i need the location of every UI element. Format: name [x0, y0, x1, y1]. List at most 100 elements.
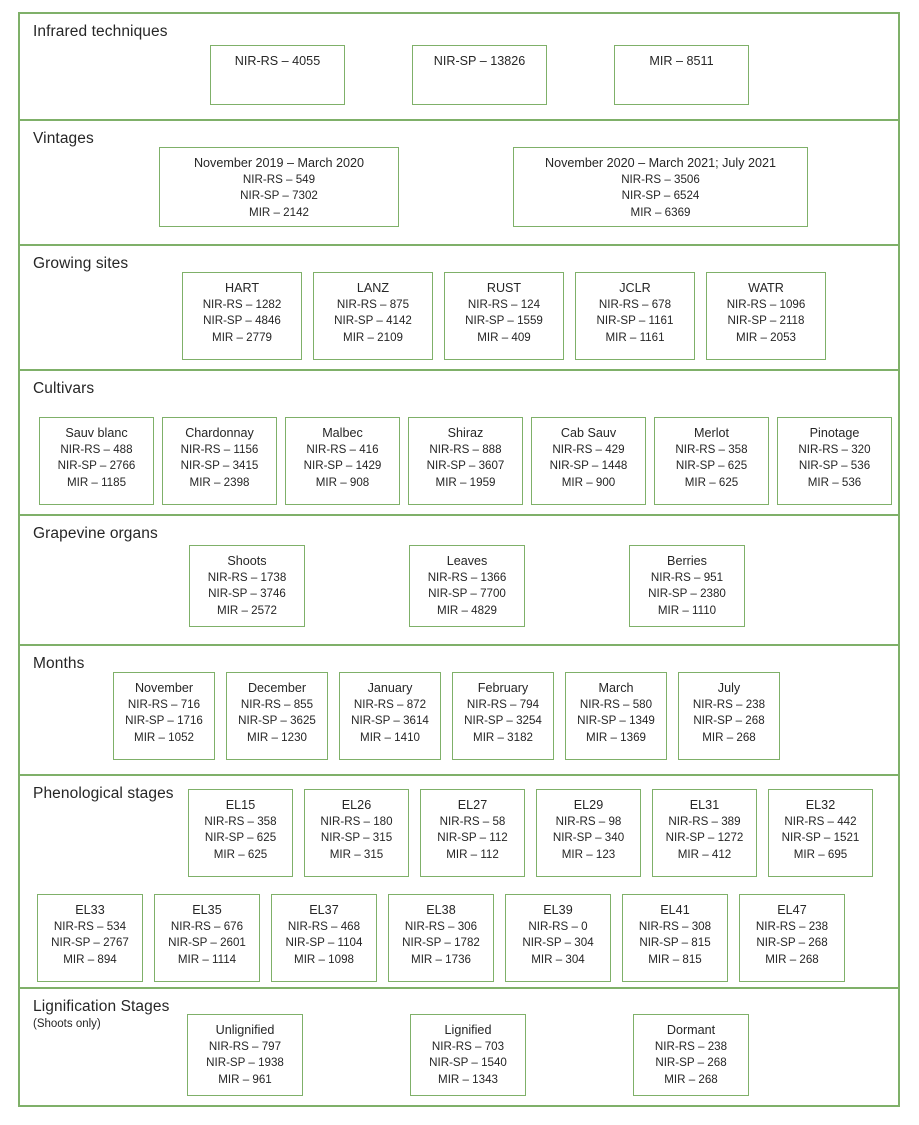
- box-title: EL31: [689, 798, 720, 812]
- box-line-mir: MIR – 961: [218, 1072, 272, 1086]
- box-title: July: [717, 681, 741, 695]
- box-line-nir-sp: NIR-SP – 2380: [648, 587, 726, 600]
- box-month-december[interactable]: December NIR-RS – 855 NIR-SP – 3625 MIR …: [226, 672, 328, 760]
- box-title: Cab Sauv: [560, 426, 617, 440]
- box-line-nir-rs: NIR-RS – 238: [755, 919, 829, 933]
- box-line-mir: MIR – 1110: [657, 603, 717, 617]
- box-cultivar-cab-sauv[interactable]: Cab Sauv NIR-RS – 429 NIR-SP – 1448 MIR …: [531, 417, 646, 505]
- box-nir-rs[interactable]: NIR-RS – 4055: [210, 45, 345, 105]
- box-title: Shoots: [227, 554, 267, 568]
- box-line-mir: MIR – 2572: [217, 603, 277, 617]
- box-line-nir-rs: NIR-RS – 703: [431, 1039, 505, 1053]
- box-title: HART: [224, 281, 260, 295]
- section-phenological-stages: Phenological stages EL15 NIR-RS – 358 NI…: [20, 776, 898, 989]
- box-line-nir-rs: NIR-RS – 358: [675, 442, 748, 456]
- box-cultivar-shiraz[interactable]: Shiraz NIR-RS – 888 NIR-SP – 3607 MIR – …: [408, 417, 523, 505]
- box-lignification-dormant[interactable]: Dormant NIR-RS – 238 NIR-SP – 268 MIR – …: [633, 1014, 749, 1096]
- box-cultivar-chardonnay[interactable]: Chardonnay NIR-RS – 1156 NIR-SP – 3415 M…: [162, 417, 277, 505]
- box-site-rust[interactable]: RUST NIR-RS – 124 NIR-SP – 1559 MIR – 40…: [444, 272, 564, 360]
- box-line-mir: MIR – 1410: [360, 730, 420, 744]
- box-stage-el31[interactable]: EL31 NIR-RS – 389 NIR-SP – 1272 MIR – 41…: [652, 789, 757, 877]
- box-title: November 2019 – March 2020: [193, 156, 365, 170]
- box-stage-el26[interactable]: EL26 NIR-RS – 180 NIR-SP – 315 MIR – 315: [304, 789, 409, 877]
- box-mir[interactable]: MIR – 8511: [614, 45, 749, 105]
- box-stage-el37[interactable]: EL37 NIR-RS – 468 NIR-SP – 1104 MIR – 10…: [271, 894, 377, 982]
- box-vintage-2020-2021[interactable]: November 2020 – March 2021; July 2021 NI…: [513, 147, 808, 227]
- box-stage-el15[interactable]: EL15 NIR-RS – 358 NIR-SP – 625 MIR – 625: [188, 789, 293, 877]
- box-cultivar-malbec[interactable]: Malbec NIR-RS – 416 NIR-SP – 1429 MIR – …: [285, 417, 400, 505]
- box-line-nir-sp: NIR-SP – 1521: [781, 831, 860, 844]
- box-vintage-2019-2020[interactable]: November 2019 – March 2020 NIR-RS – 549 …: [159, 147, 399, 227]
- box-cultivar-pinotage[interactable]: Pinotage NIR-RS – 320 NIR-SP – 536 MIR –…: [777, 417, 892, 505]
- box-stage-el27[interactable]: EL27 NIR-RS – 58 NIR-SP – 112 MIR – 112: [420, 789, 525, 877]
- section-lignification-stages: Lignification Stages (Shoots only) Unlig…: [20, 989, 898, 1105]
- box-line-nir-sp: NIR-SP – 3746: [208, 587, 286, 600]
- box-lignification-unlignified[interactable]: Unlignified NIR-RS – 797 NIR-SP – 1938 M…: [187, 1014, 303, 1096]
- box-nir-sp[interactable]: NIR-SP – 13826: [412, 45, 547, 105]
- box-title: November 2020 – March 2021; July 2021: [544, 156, 777, 170]
- box-organ-shoots[interactable]: Shoots NIR-RS – 1738 NIR-SP – 3746 MIR –…: [189, 545, 305, 627]
- box-line-nir-sp: NIR-SP – 1161: [596, 314, 674, 327]
- box-title: November: [134, 681, 194, 695]
- box-month-february[interactable]: February NIR-RS – 794 NIR-SP – 3254 MIR …: [452, 672, 554, 760]
- box-line-nir-rs: NIR-RS – 308: [638, 919, 712, 933]
- box-line-mir: MIR – 625: [684, 475, 739, 489]
- box-line-mir: MIR – 315: [329, 847, 384, 861]
- box-organ-leaves[interactable]: Leaves NIR-RS – 1366 NIR-SP – 7700 MIR –…: [409, 545, 525, 627]
- box-line-nir-rs: NIR-RS – 534: [53, 919, 127, 933]
- box-month-january[interactable]: January NIR-RS – 872 NIR-SP – 3614 MIR –…: [339, 672, 441, 760]
- box-stage-el39[interactable]: EL39 NIR-RS – 0 NIR-SP – 304 MIR – 304: [505, 894, 611, 982]
- box-title: EL35: [192, 903, 222, 917]
- box-line-nir-rs: NIR-RS – 3506: [621, 172, 700, 186]
- box-line-mir: MIR – 3182: [473, 730, 533, 744]
- box-line-mir: MIR – 2109: [343, 330, 403, 344]
- section-label-growing-sites: Growing sites: [33, 255, 129, 272]
- box-cultivar-sauv-blanc[interactable]: Sauv blanc NIR-RS – 488 NIR-SP – 2766 MI…: [39, 417, 154, 505]
- box-month-march[interactable]: March NIR-RS – 580 NIR-SP – 1349 MIR – 1…: [565, 672, 667, 760]
- box-title: Malbec: [322, 426, 363, 440]
- box-line-mir: MIR – 112: [446, 847, 499, 861]
- box-line-mir: MIR – 6369: [630, 205, 691, 219]
- box-title: February: [477, 681, 529, 695]
- box-stage-el33[interactable]: EL33 NIR-RS – 534 NIR-SP – 2767 MIR – 89…: [37, 894, 143, 982]
- section-growing-sites: Growing sites HART NIR-RS – 1282 NIR-SP …: [20, 246, 898, 371]
- box-site-hart[interactable]: HART NIR-RS – 1282 NIR-SP – 4846 MIR – 2…: [182, 272, 302, 360]
- box-title: Leaves: [446, 554, 488, 568]
- box-stage-el38[interactable]: EL38 NIR-RS – 306 NIR-SP – 1782 MIR – 17…: [388, 894, 494, 982]
- box-line-nir-sp: NIR-SP – 2767: [51, 936, 129, 949]
- box-organ-berries[interactable]: Berries NIR-RS – 951 NIR-SP – 2380 MIR –…: [629, 545, 745, 627]
- box-month-july[interactable]: July NIR-RS – 238 NIR-SP – 268 MIR – 268: [678, 672, 780, 760]
- box-line-nir-sp: NIR-SP – 3614: [351, 714, 429, 727]
- box-line-nir-rs: NIR-RS – 238: [692, 697, 766, 711]
- box-site-lanz[interactable]: LANZ NIR-RS – 875 NIR-SP – 4142 MIR – 21…: [313, 272, 433, 360]
- section-label-cultivars: Cultivars: [33, 380, 95, 397]
- box-title: EL32: [805, 798, 836, 812]
- box-line-mir: MIR – 1098: [294, 952, 354, 966]
- box-line-nir-rs: NIR-RS – 888: [429, 442, 502, 456]
- box-stage-el29[interactable]: EL29 NIR-RS – 98 NIR-SP – 340 MIR – 123: [536, 789, 641, 877]
- box-stage-el32[interactable]: EL32 NIR-RS – 442 NIR-SP – 1521 MIR – 69…: [768, 789, 873, 877]
- box-line-mir: MIR – 268: [765, 952, 819, 966]
- box-stage-el35[interactable]: EL35 NIR-RS – 676 NIR-SP – 2601 MIR – 11…: [154, 894, 260, 982]
- box-site-watr[interactable]: WATR NIR-RS – 1096 NIR-SP – 2118 MIR – 2…: [706, 272, 826, 360]
- box-cultivar-merlot[interactable]: Merlot NIR-RS – 358 NIR-SP – 625 MIR – 6…: [654, 417, 769, 505]
- box-stage-el41[interactable]: EL41 NIR-RS – 308 NIR-SP – 815 MIR – 815: [622, 894, 728, 982]
- box-line-nir-sp: NIR-SP – 6524: [621, 189, 700, 202]
- box-line-nir-rs: NIR-RS – 794: [466, 697, 540, 711]
- box-title: EL37: [309, 903, 339, 917]
- box-lignification-lignified[interactable]: Lignified NIR-RS – 703 NIR-SP – 1540 MIR…: [410, 1014, 526, 1096]
- box-title: Merlot: [694, 426, 729, 440]
- box-site-jclr[interactable]: JCLR NIR-RS – 678 NIR-SP – 1161 MIR – 11…: [575, 272, 695, 360]
- box-stage-el47[interactable]: EL47 NIR-RS – 238 NIR-SP – 268 MIR – 268: [739, 894, 845, 982]
- box-title: EL29: [573, 798, 604, 812]
- box-title: Unlignified: [215, 1023, 275, 1037]
- box-line-nir-sp: NIR-SP – 340: [552, 831, 625, 844]
- box-title: Dormant: [666, 1023, 716, 1037]
- box-month-november[interactable]: November NIR-RS – 716 NIR-SP – 1716 MIR …: [113, 672, 215, 760]
- box-line-nir-rs: NIR-RS – 416: [306, 442, 379, 456]
- box-line-mir: MIR – 2398: [189, 475, 250, 489]
- box-line-mir: MIR – 2053: [736, 330, 796, 344]
- row-vintages: November 2019 – March 2020 NIR-RS – 549 …: [159, 147, 808, 227]
- box-line-mir: MIR – 268: [702, 730, 756, 744]
- box-line-mir: MIR – 1230: [247, 730, 307, 744]
